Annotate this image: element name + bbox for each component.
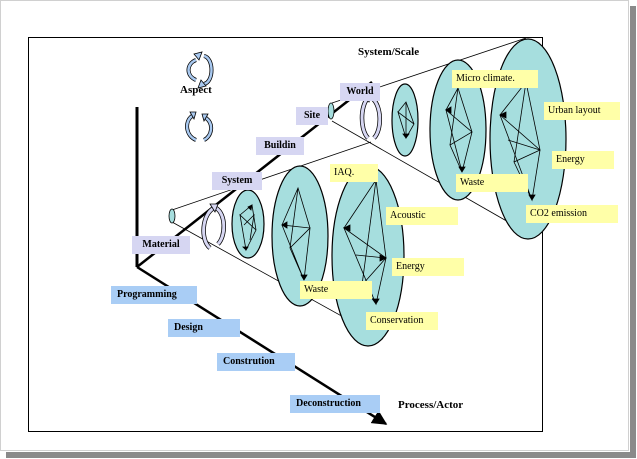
- aspect-label: Conservation: [366, 312, 438, 330]
- rotate-arrow-icon: [186, 51, 214, 89]
- urban-ellipse-2: [429, 59, 487, 201]
- aspect-label: Energy: [552, 151, 614, 169]
- scale-level-building: Buildin: [256, 137, 304, 155]
- aspect-label: CO2 emission: [526, 205, 618, 223]
- scale-level-material: Material: [132, 236, 190, 254]
- page-shadow: [630, 6, 636, 458]
- urban-cone-bottom: [331, 120, 532, 236]
- process-stage-deconstruction: Deconstruction: [290, 395, 380, 413]
- rotate-arrow-icon: [201, 203, 226, 250]
- rotate-arrow-icon: [185, 111, 213, 142]
- urban-network-2: [445, 86, 473, 173]
- aspect-title: Aspect: [180, 84, 212, 96]
- urban-ellipse-1: [391, 83, 419, 157]
- urban-network-1: [397, 101, 415, 140]
- scale-axis-title: System/Scale: [358, 46, 420, 58]
- process-axis-title: Process/Actor: [398, 399, 464, 411]
- aspect-label: Acoustic: [386, 207, 458, 225]
- urban-network-3: [499, 81, 541, 202]
- building-cone-top: [171, 141, 372, 211]
- diagram-frame: [28, 37, 543, 432]
- aspect-label: IAQ.: [330, 164, 378, 182]
- building-network-3: [343, 178, 387, 306]
- aspect-label: Waste: [456, 174, 528, 192]
- scale-level-system: System: [212, 172, 262, 190]
- building-ellipse-1: [231, 189, 265, 259]
- scale-level-site: Site: [296, 107, 328, 125]
- page-shadow: [6, 452, 636, 458]
- building-network-1: [239, 204, 257, 252]
- building-network-2: [281, 186, 311, 281]
- aspect-label: Micro climate.: [452, 70, 538, 88]
- aspect-label: Waste: [300, 281, 372, 299]
- scale-level-world: World: [340, 83, 380, 101]
- building-ellipse-2: [271, 165, 329, 307]
- process-stage-programming: Programming: [111, 286, 197, 304]
- process-stage-design: Design: [168, 319, 240, 337]
- building-small-node: [168, 208, 176, 224]
- aspect-label: Energy: [392, 258, 464, 276]
- aspect-label: Urban layout: [544, 102, 620, 120]
- urban-small-node: [327, 102, 335, 120]
- process-stage-construction: Constrution: [217, 353, 295, 371]
